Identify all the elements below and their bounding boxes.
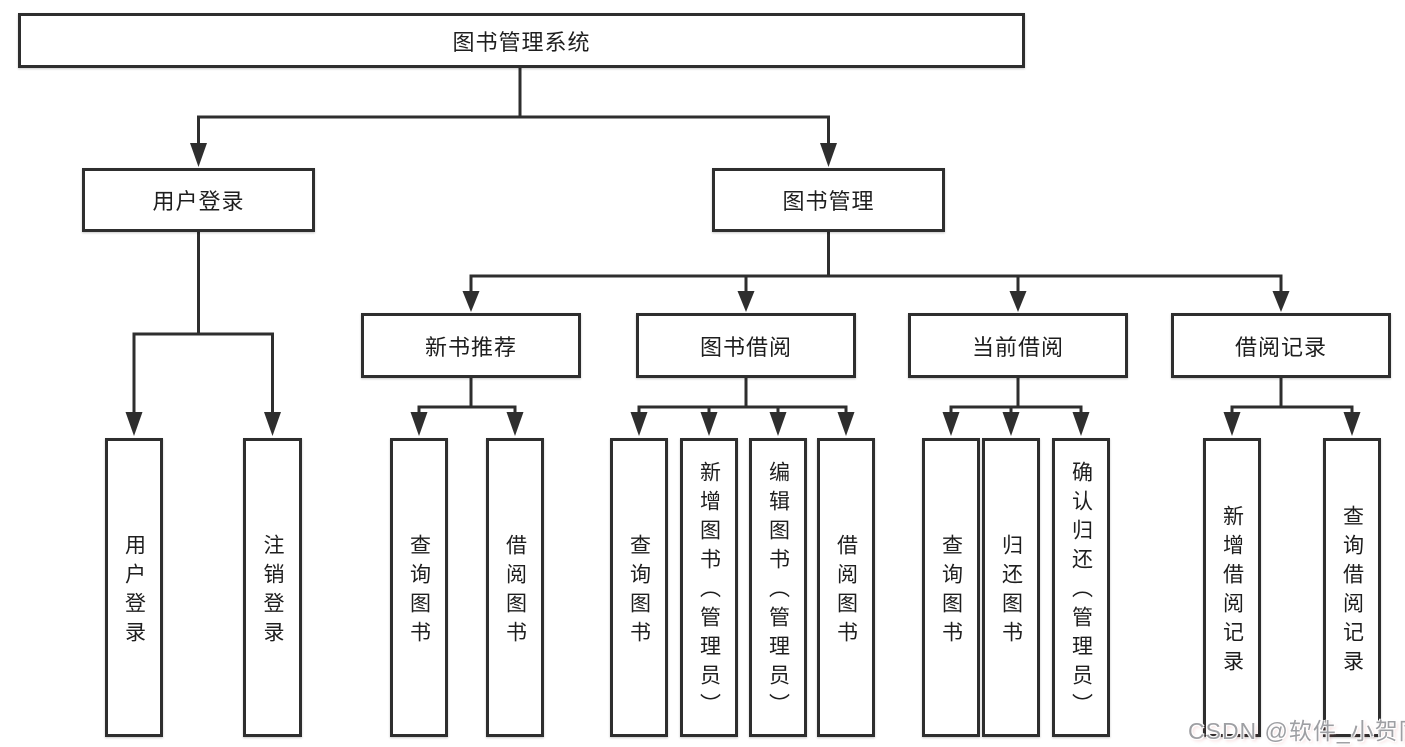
node-new-book-recommend: 新书推荐 [361,313,581,378]
connector-arrowheads [125,143,1361,436]
leaf-recommend-borrow-books: 借阅图书 [486,438,544,737]
node-user-login: 用户登录 [82,168,315,232]
leaf-borrowing-borrow-books: 借阅图书 [817,438,875,737]
leaf-query-borrow-record: 查询借阅记录 [1323,438,1381,737]
node-borrow-records: 借阅记录 [1171,313,1391,378]
leaf-recommend-query-books: 查询图书 [390,438,448,737]
leaf-add-borrow-record: 新增借阅记录 [1203,438,1261,737]
leaf-borrowing-query-books: 查询图书 [610,438,668,737]
leaf-edit-books-admin: 编辑图书（管理员） [749,438,807,737]
node-library-management-system: 图书管理系统 [18,13,1025,68]
node-current-borrowing: 当前借阅 [908,313,1128,378]
connector-stems [132,68,1354,415]
leaf-user-login: 用户登录 [105,438,163,737]
leaf-confirm-return-admin: 确认归还（管理员） [1052,438,1110,737]
csdn-watermark: CSDN @软件_小贺同学 [1188,718,1405,744]
leaf-current-query-books: 查询图书 [922,438,980,737]
leaf-add-books-admin: 新增图书（管理员） [680,438,738,737]
leaf-logout: 注销登录 [243,438,302,737]
node-book-borrowing: 图书借阅 [636,313,856,378]
node-book-management: 图书管理 [712,168,945,232]
leaf-return-books: 归还图书 [982,438,1040,737]
